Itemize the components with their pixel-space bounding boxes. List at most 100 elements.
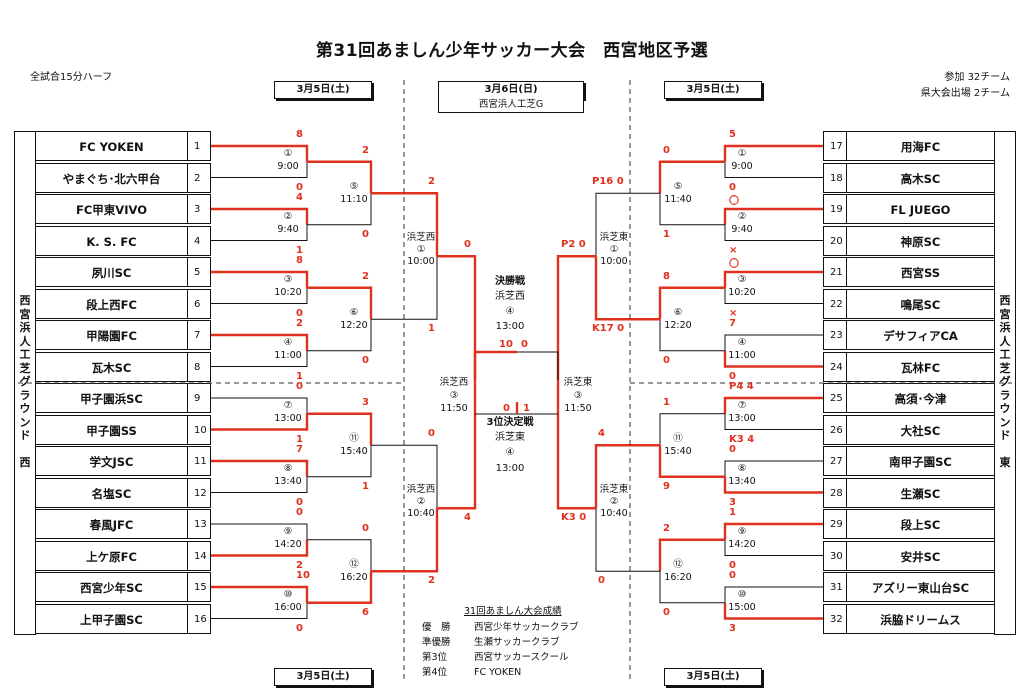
bracket-line — [658, 160, 725, 194]
venue-char: 芝 — [19, 361, 31, 375]
date-right-top: 3月5日(土) — [664, 81, 762, 99]
participant-count: 参加 32チーム — [944, 72, 1010, 83]
bracket-line — [211, 144, 309, 162]
bracket-line — [724, 460, 823, 477]
match-time: 9:00 — [731, 161, 753, 172]
team-name-right: 用海FC — [846, 131, 995, 161]
match-time: 9:00 — [277, 161, 299, 172]
team-name-left: 甲陽園FC — [35, 320, 188, 350]
match-time: 15:00 — [728, 602, 756, 613]
date-left-bottom: 3月5日(土) — [274, 668, 372, 686]
score-bottom: 9 — [663, 480, 670, 492]
match-number: ③ — [283, 274, 293, 285]
seed-number-left: 5 — [187, 257, 211, 287]
score-top: 8 — [663, 270, 670, 282]
score-bottom: 6 — [362, 606, 369, 618]
match-time: 13:00 — [274, 413, 302, 424]
bracket-line — [724, 334, 823, 351]
bracket-line — [658, 538, 725, 572]
match-number: ① — [283, 148, 293, 159]
bracket-line — [437, 382, 477, 510]
results-team: FC YOKEN — [474, 667, 522, 678]
match-time: 11:50 — [440, 403, 468, 415]
bracket-line — [724, 161, 823, 178]
score-top: 8 — [296, 129, 303, 140]
bracket-line — [371, 444, 438, 509]
team-name-right: 南甲子園SC — [846, 446, 995, 476]
venue-char: 人 — [19, 334, 31, 348]
venue-char: ド — [19, 429, 31, 442]
match-number: ① — [737, 148, 747, 159]
seed-number-right: 32 — [823, 603, 847, 634]
bracket-line — [659, 193, 725, 226]
score-top: 0 — [296, 381, 303, 392]
seed-number-right: 24 — [823, 351, 847, 382]
seed-number-right: 27 — [823, 446, 847, 476]
score-bottom: × — [729, 307, 738, 319]
score-top: 1 — [663, 396, 670, 408]
final-title: 決勝戦 — [495, 276, 525, 287]
bracket-line — [723, 522, 823, 540]
match-number: ⑩ — [283, 589, 293, 600]
match-number: ⑩ — [737, 589, 747, 600]
seed-number-right: 21 — [823, 257, 847, 287]
team-name-left: 甲子園SS — [35, 414, 188, 445]
team-name-left: 上ケ原FC — [35, 540, 188, 571]
results-team: 西宮少年サッカークラブ — [474, 622, 579, 633]
date-right-bottom: 3月5日(土) — [664, 668, 762, 686]
bracket-line — [724, 287, 823, 304]
results-rank: 優 勝 — [422, 622, 451, 633]
seed-number-left: 3 — [187, 194, 211, 224]
match-time: 10:00 — [407, 256, 435, 268]
score-top: 〇 — [729, 259, 739, 270]
match-time: 11:00 — [274, 350, 302, 361]
match-venue: 浜芝西 — [406, 484, 436, 496]
final-venue: 浜芝西 — [495, 291, 525, 302]
score-top: 7 — [729, 318, 736, 329]
bracket-line — [307, 539, 372, 572]
venue-char: ラ — [19, 388, 31, 402]
match-number: ⑧ — [737, 463, 747, 474]
score-bottom: 2 — [428, 575, 435, 587]
final-score-left: 10 — [499, 339, 513, 350]
team-name-left: 春風JFC — [35, 509, 188, 539]
match-number: ④ — [737, 337, 747, 348]
match-time: 16:00 — [274, 602, 302, 613]
match-number: ⑫ — [349, 559, 359, 571]
score-top: 0 — [362, 522, 369, 534]
team-name-right: 生瀬SC — [846, 477, 995, 508]
score-top: P2 0 — [561, 239, 586, 251]
score-bottom: 0 — [362, 354, 369, 366]
match-number: ⑦ — [737, 400, 747, 411]
venue-char: ン — [999, 415, 1011, 429]
score-top: 8 — [296, 255, 303, 266]
seed-number-left: 15 — [187, 572, 211, 602]
team-name-right: 瓦林FC — [846, 351, 995, 382]
team-name-right: 西宮SS — [846, 257, 995, 287]
match-time: 13:40 — [274, 476, 302, 487]
bracket-line — [307, 412, 373, 446]
team-name-right: デサフィアCA — [846, 320, 995, 350]
score-top: P16 0 — [592, 176, 624, 188]
team-name-left: 西宮少年SC — [35, 572, 188, 602]
venue-char: 西 — [999, 294, 1011, 307]
venue-char: 浜 — [19, 321, 31, 334]
score-bottom: 0 — [296, 307, 303, 319]
bracket-line — [307, 445, 372, 478]
venue-char: 東 — [999, 456, 1011, 469]
qualifier-count: 県大会出場 2チーム — [920, 88, 1010, 99]
match-venue: 浜芝東 — [599, 484, 629, 496]
bracket-line — [371, 192, 439, 257]
score-bottom: 0 — [663, 354, 670, 366]
score-bottom: 1 — [296, 370, 303, 382]
third-match-number: ④ — [505, 447, 515, 458]
score-top: P4 4 — [729, 381, 754, 392]
venue-char: 西 — [19, 456, 31, 469]
match-number: ④ — [283, 337, 293, 348]
seed-number-left: 11 — [187, 446, 211, 476]
third-score-left: 0 — [503, 403, 510, 414]
team-name-left: FC YOKEN — [35, 131, 188, 161]
results-team: 生瀬サッカークラブ — [474, 637, 560, 648]
score-bottom: 0 — [729, 181, 736, 193]
